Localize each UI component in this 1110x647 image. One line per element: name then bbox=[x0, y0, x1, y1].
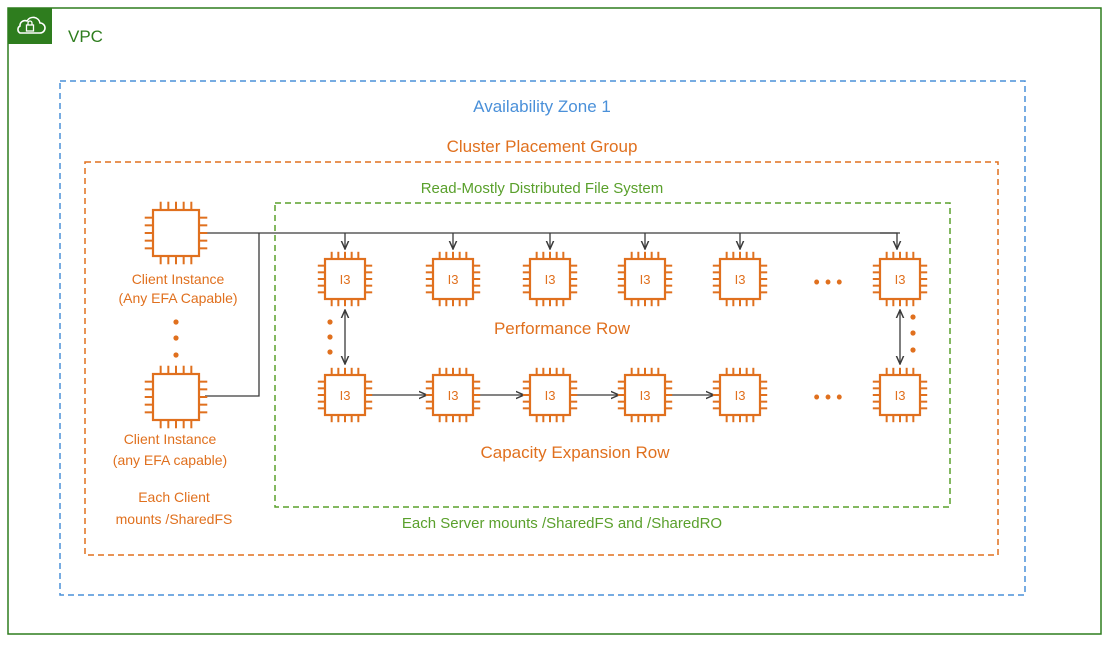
performance-instance-last-label: I3 bbox=[895, 272, 906, 287]
vertical-ellipsis-right bbox=[910, 314, 916, 353]
capacity-instance-4: I3 bbox=[617, 367, 673, 423]
performance-row-label: Performance Row bbox=[494, 319, 631, 338]
placement-group-boundary bbox=[84, 161, 999, 556]
capacity-instance-4-label: I3 bbox=[640, 388, 651, 403]
vpc-label: VPC bbox=[68, 27, 103, 46]
client-instance-bottom-chip-icon bbox=[144, 365, 208, 429]
performance-instance-3-label: I3 bbox=[545, 272, 556, 287]
performance-instance-4: I3 bbox=[617, 251, 673, 307]
capacity-instance-3: I3 bbox=[522, 367, 578, 423]
performance-instance-last: I3 bbox=[872, 251, 928, 307]
client-bottom-label-line2: (any EFA capable) bbox=[113, 452, 227, 468]
placement-group-label: Cluster Placement Group bbox=[447, 137, 638, 156]
capacity-instance-5-label: I3 bbox=[735, 388, 746, 403]
availability-zone-boundary bbox=[59, 80, 1026, 596]
client-top-label-line2: (Any EFA Capable) bbox=[118, 290, 237, 306]
client-instance-top-chip-icon bbox=[144, 201, 208, 265]
vpc-boundary bbox=[7, 7, 1102, 635]
performance-instance-4-label: I3 bbox=[640, 272, 651, 287]
capacity-instance-2: I3 bbox=[425, 367, 481, 423]
vertical-ellipsis-clients bbox=[173, 319, 179, 358]
cloud-lock-icon bbox=[8, 8, 52, 44]
capacity-instance-1-label: I3 bbox=[340, 388, 351, 403]
capacity-instance-5: I3 bbox=[712, 367, 768, 423]
horizontal-ellipsis-capacity: • • • bbox=[814, 387, 843, 407]
performance-instance-1: I3 bbox=[317, 251, 373, 307]
horizontal-ellipsis-performance: • • • bbox=[814, 272, 843, 292]
performance-instance-2-label: I3 bbox=[448, 272, 459, 287]
capacity-instance-2-label: I3 bbox=[448, 388, 459, 403]
client-bottom-label-line1: Client Instance bbox=[124, 431, 217, 447]
fanout-arrows bbox=[345, 232, 897, 249]
client-note-line2: mounts /SharedFS bbox=[116, 511, 233, 527]
vertical-ellipsis-left bbox=[327, 319, 333, 355]
performance-instance-5-label: I3 bbox=[735, 272, 746, 287]
capacity-row-label: Capacity Expansion Row bbox=[481, 443, 671, 462]
performance-instance-1-label: I3 bbox=[340, 272, 351, 287]
client-note-line1: Each Client bbox=[138, 489, 210, 505]
availability-zone-label: Availability Zone 1 bbox=[473, 97, 611, 116]
performance-instance-5: I3 bbox=[712, 251, 768, 307]
file-system-footer: Each Server mounts /SharedFS and /Shared… bbox=[402, 515, 722, 532]
client-top-label-line1: Client Instance bbox=[132, 271, 225, 287]
capacity-instance-1: I3 bbox=[317, 367, 373, 423]
client-network-lines bbox=[205, 232, 900, 397]
performance-instance-3: I3 bbox=[522, 251, 578, 307]
capacity-instance-last-label: I3 bbox=[895, 388, 906, 403]
capacity-instance-3-label: I3 bbox=[545, 388, 556, 403]
file-system-label: Read-Mostly Distributed File System bbox=[421, 180, 664, 197]
performance-instance-2: I3 bbox=[425, 251, 481, 307]
capacity-instance-last: I3 bbox=[872, 367, 928, 423]
file-system-boundary bbox=[274, 202, 951, 508]
